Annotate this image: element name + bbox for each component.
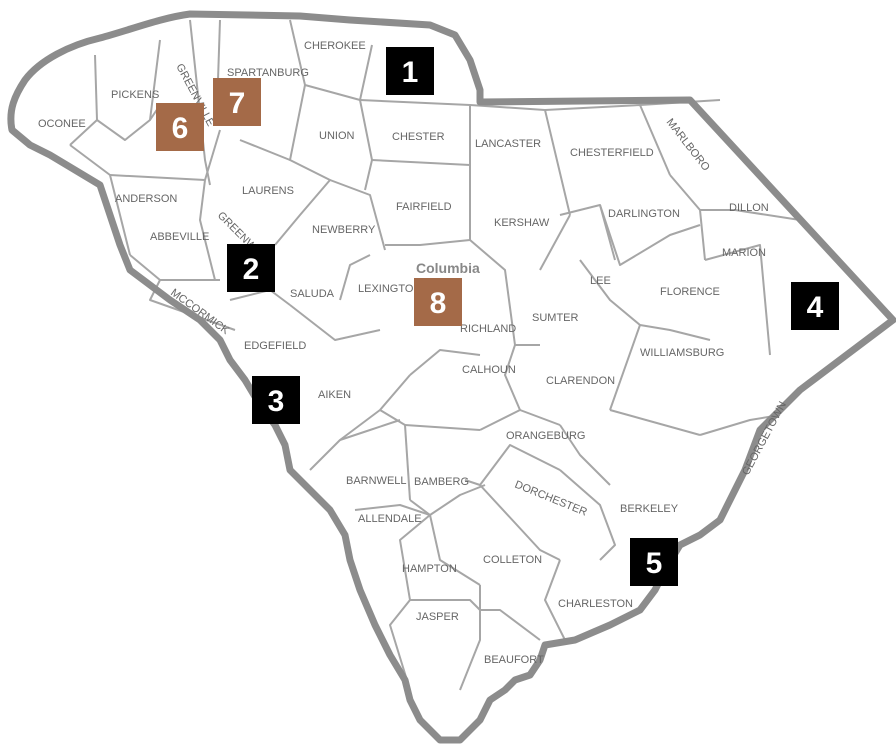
region-markers: 1 2 3 4 5 6 7 8 bbox=[156, 47, 839, 586]
marker-7[interactable]: 7 bbox=[213, 78, 261, 126]
county-label-laurens: LAURENS bbox=[242, 185, 294, 197]
county-label-kershaw: KERSHAW bbox=[494, 217, 550, 229]
county-label-allendale: ALLENDALE bbox=[358, 513, 422, 525]
county-label-newberry: NEWBERRY bbox=[312, 224, 376, 236]
state-border bbox=[7, 10, 896, 744]
county-label-saluda: SALUDA bbox=[290, 288, 335, 300]
county-label-lancaster: LANCASTER bbox=[475, 138, 541, 150]
marker-6-label: 6 bbox=[172, 112, 189, 145]
county-label-oconee: OCONEE bbox=[38, 118, 86, 130]
county-label-richland: RICHLAND bbox=[460, 323, 516, 335]
county-label-williamsburg: WILLIAMSBURG bbox=[640, 347, 724, 359]
county-label-barnwell: BARNWELL bbox=[346, 475, 407, 487]
marker-4-label: 4 bbox=[807, 291, 824, 324]
marker-4[interactable]: 4 bbox=[791, 282, 839, 330]
marker-2[interactable]: 2 bbox=[227, 244, 275, 292]
county-label-lee: LEE bbox=[590, 275, 611, 287]
county-boundaries bbox=[69, 19, 801, 691]
county-label-chester: CHESTER bbox=[392, 131, 445, 143]
county-label-berkeley: BERKELEY bbox=[620, 503, 679, 515]
county-label-georgetown: GEORGETOWN bbox=[740, 400, 789, 478]
marker-6[interactable]: 6 bbox=[156, 103, 204, 151]
marker-3[interactable]: 3 bbox=[252, 376, 300, 424]
county-label-hampton: HAMPTON bbox=[402, 563, 457, 575]
county-label-aiken: AIKEN bbox=[318, 389, 351, 401]
county-label-colleton: COLLETON bbox=[483, 554, 542, 566]
county-label-sumter: SUMTER bbox=[532, 312, 579, 324]
county-label-union: UNION bbox=[319, 130, 355, 142]
county-label-edgefield: EDGEFIELD bbox=[244, 340, 306, 352]
county-label-fairfield: FAIRFIELD bbox=[396, 201, 452, 213]
marker-3-label: 3 bbox=[268, 385, 285, 418]
county-label-beaufort: BEAUFORT bbox=[484, 654, 544, 666]
county-label-dillon: DILLON bbox=[729, 202, 769, 214]
county-label-anderson: ANDERSON bbox=[115, 193, 177, 205]
county-label-charleston: CHARLESTON bbox=[558, 598, 633, 610]
marker-8-label: 8 bbox=[430, 287, 447, 320]
county-label-lexington: LEXINGTON bbox=[358, 283, 421, 295]
county-label-orangeburg: ORANGEBURG bbox=[506, 430, 585, 442]
county-label-clarendon: CLARENDON bbox=[546, 375, 615, 387]
marker-2-label: 2 bbox=[243, 253, 260, 286]
county-label-marion: MARION bbox=[722, 247, 766, 259]
county-label-chesterfield: CHESTERFIELD bbox=[570, 147, 654, 159]
county-label-jasper: JASPER bbox=[416, 611, 459, 623]
marker-8[interactable]: 8 bbox=[414, 278, 462, 326]
county-label-florence: FLORENCE bbox=[660, 286, 720, 298]
county-label-marlboro: MARLBORO bbox=[664, 116, 712, 173]
county-label-spartanburg: SPARTANBURG bbox=[227, 67, 309, 79]
marker-5[interactable]: 5 bbox=[630, 538, 678, 586]
county-label-mccormick: MCCORMICK bbox=[168, 287, 231, 338]
marker-1-label: 1 bbox=[402, 56, 419, 89]
city-label-columbia: Columbia bbox=[416, 260, 480, 276]
county-label-pickens: PICKENS bbox=[111, 89, 159, 101]
marker-5-label: 5 bbox=[646, 547, 663, 580]
county-label-bamberg: BAMBERG bbox=[414, 476, 469, 488]
marker-1[interactable]: 1 bbox=[386, 47, 434, 95]
county-label-cherokee: CHEROKEE bbox=[304, 40, 366, 52]
county-label-darlington: DARLINGTON bbox=[608, 208, 680, 220]
marker-7-label: 7 bbox=[229, 87, 246, 120]
county-label-abbeville: ABBEVILLE bbox=[150, 231, 209, 243]
county-label-calhoun: CALHOUN bbox=[462, 364, 516, 376]
